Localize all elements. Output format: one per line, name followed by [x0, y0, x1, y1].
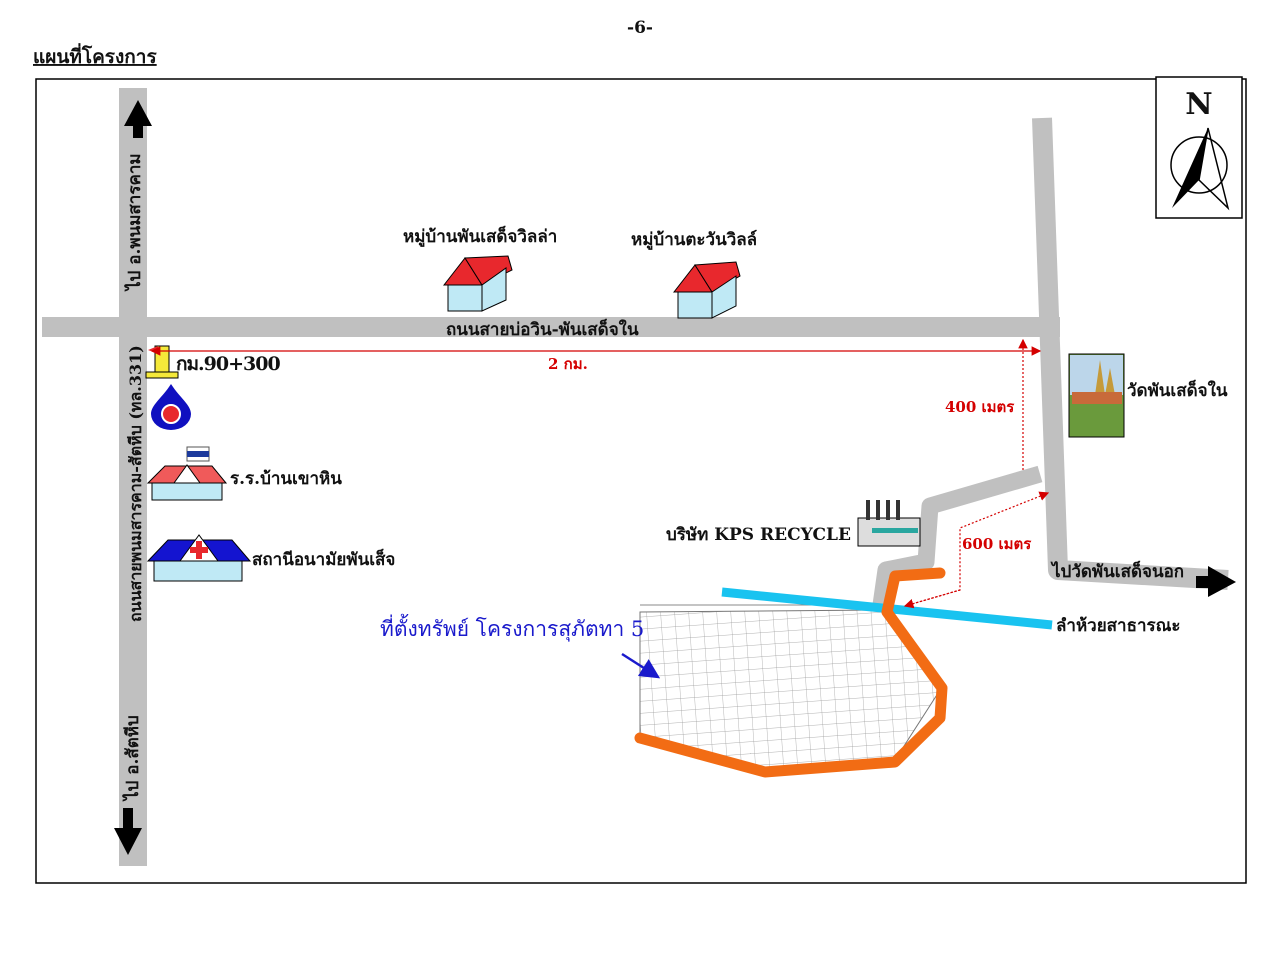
label-village-2: หมู่บ้านตะวันวิลล์ — [631, 229, 757, 251]
factory-icon — [857, 500, 921, 547]
label-stream: ลำห้วยสาธารณะ — [1056, 616, 1181, 636]
school-icon — [146, 446, 228, 501]
arrow-up-icon — [124, 100, 152, 138]
arrow-down-icon — [114, 808, 142, 855]
label-distance-2km: 2 กม. — [548, 355, 588, 373]
distance-lines — [150, 338, 1050, 609]
project-pointer-arrow — [621, 652, 661, 679]
label-main-road: ถนนสายบ่อวิน-พันเสด็จใน — [446, 317, 639, 340]
north-compass-icon: N — [1155, 76, 1243, 219]
label-factory: บริษัท KPS RECYCLE — [666, 525, 851, 545]
project-boundary — [634, 567, 948, 778]
ptt-gas-station-icon — [151, 384, 191, 430]
branch-road — [871, 465, 1043, 614]
map-frame — [35, 78, 1247, 884]
label-village-1: หมู่บ้านพันเสด็จวิลล่า — [403, 224, 557, 248]
label-school: ร.ร.บ้านเขาหิน — [230, 469, 342, 489]
label-project: ที่ตั้งทรัพย์ โครงการสุภัตทา 5 — [380, 614, 644, 642]
distance-line-600m-end — [903, 589, 961, 609]
label-km-marker: กม.90+300 — [176, 353, 280, 375]
label-to-south: ไป อ.สัตหีบ — [122, 715, 143, 802]
label-distance-400m: 400 เมตร — [945, 398, 1015, 416]
arrow-right-icon — [1196, 566, 1236, 597]
health-station-icon — [146, 534, 252, 582]
village-house-icon — [672, 261, 741, 319]
roads — [42, 88, 1229, 866]
label-health-station: สถานีอนามัยพันเส็จ — [252, 547, 395, 570]
label-distance-600m: 600 เมตร — [962, 535, 1032, 553]
label-temple: วัดพันเสด็จใน — [1127, 378, 1228, 401]
label-to-east: ไปวัดพันเสด็จนอก — [1050, 559, 1184, 582]
map-heading: แผนที่โครงการ — [33, 43, 157, 68]
page-number: -6- — [627, 18, 653, 38]
label-left-road: ถนนสายพนมสารคาม-สัตหีบ (ทล.331) — [126, 345, 145, 622]
compass-letter: N — [1185, 87, 1212, 122]
village-house-icon — [442, 255, 513, 312]
east-road — [1032, 117, 1229, 590]
temple-photo — [1068, 353, 1125, 438]
label-to-north: ไป อ.พนมสารคาม — [124, 153, 145, 292]
